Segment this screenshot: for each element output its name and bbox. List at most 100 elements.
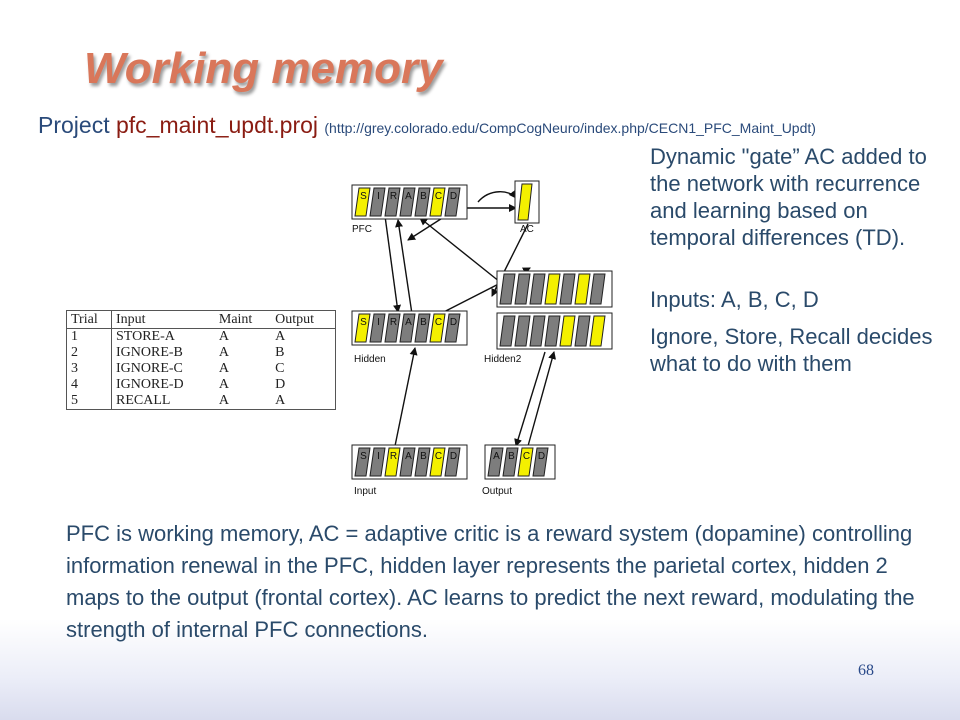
ac-layer-label: AC <box>520 224 534 235</box>
input-layer-unit-label: C <box>435 451 442 462</box>
right-text-block: Dynamic "gate” AC added to the network w… <box>650 143 940 377</box>
table-header: Output <box>271 310 336 329</box>
output-to-hidden2-arrow <box>527 351 556 447</box>
input-layer-unit <box>384 447 401 477</box>
hidden-layer-unit <box>444 313 461 343</box>
table-cell: 5 <box>66 393 112 410</box>
hidden2-bottom-layer-label: Hidden2 <box>484 354 522 365</box>
pfc-layer-unit <box>399 187 416 217</box>
control-description: Ignore, Store, Recall decides what to do… <box>650 324 933 376</box>
output-layer-unit <box>517 447 534 477</box>
table-cell: A <box>218 377 229 392</box>
output-layer-unit-label: A <box>493 451 500 462</box>
pfc-layer-unit-label: C <box>435 191 442 202</box>
output-layer-label: Output <box>482 486 512 497</box>
hidden-layer-unit <box>354 313 371 343</box>
hidden2-to-pfc-arrow <box>419 217 501 283</box>
table-cell: RECALL <box>116 393 171 408</box>
table-row: 4 IGNORE-D A D <box>66 377 336 393</box>
input-to-hidden-arrow <box>394 347 418 447</box>
hidden-layer-unit-label: D <box>450 317 457 328</box>
table-cell: C <box>275 361 285 376</box>
table-row: 1 STORE-A A A <box>66 328 336 345</box>
hidden-layer-unit-label: R <box>390 317 397 328</box>
pfc-to-hidden-arrow <box>384 215 402 313</box>
table-row: 3 IGNORE-C A C <box>66 361 336 377</box>
table-cell: STORE-A <box>116 329 175 344</box>
pfc-layer-unit <box>369 187 386 217</box>
pfc-layer-unit-label: A <box>405 191 412 202</box>
pfc-layer-unit <box>384 187 401 217</box>
input-layer-unit <box>399 447 416 477</box>
table-cell: 4 <box>66 377 112 393</box>
table-header: Maint <box>214 310 272 329</box>
table-cell: A <box>218 329 229 344</box>
project-line: Project pfc_maint_updt.proj (http://grey… <box>38 112 816 139</box>
hidden2-bottom-layer-unit <box>529 315 546 347</box>
ac-layer: AC <box>514 180 540 235</box>
input-layer-unit-label: I <box>377 451 380 462</box>
hidden-layer-unit-label: S <box>360 317 367 328</box>
input-layer-unit <box>429 447 446 477</box>
table-cell: 2 <box>66 345 112 361</box>
hidden2-top-layer-unit <box>529 273 546 305</box>
ac-layer-unit <box>517 183 533 221</box>
hidden2-top-layer-unit <box>574 273 591 305</box>
table-cell: D <box>275 377 286 392</box>
hidden2-top-layer-unit <box>559 273 576 305</box>
pfc-layer-unit-label: D <box>450 191 457 202</box>
hidden-layer-unit-label: B <box>420 317 427 328</box>
hidden-layer-unit <box>399 313 416 343</box>
input-layer-unit <box>444 447 461 477</box>
table-cell: A <box>275 393 286 408</box>
hidden-layer-unit-label: I <box>377 317 380 328</box>
inputs-description: Inputs: A, B, C, D <box>650 287 819 312</box>
hidden-layer-unit <box>429 313 446 343</box>
output-layer-unit <box>487 447 504 477</box>
pfc-layer-label: PFC <box>352 224 372 235</box>
project-url[interactable]: (http://grey.colorado.edu/CompCogNeuro/i… <box>324 120 816 136</box>
output-layer-unit <box>502 447 519 477</box>
pfc-layer-unit <box>444 187 461 217</box>
bottom-description: PFC is working memory, AC = adaptive cri… <box>66 521 915 642</box>
hidden2-bottom-layer: Hidden2 <box>484 312 613 365</box>
hidden2-top-layer <box>496 270 613 308</box>
table-cell: B <box>275 345 285 360</box>
pfc-layer-unit-label: R <box>390 191 397 202</box>
hidden2-bottom-layer-unit <box>589 315 606 347</box>
slide-title: Working memory <box>84 44 443 93</box>
project-prefix: Project <box>38 112 110 138</box>
input-layer-label: Input <box>354 486 376 497</box>
input-layer-unit-label: D <box>450 451 457 462</box>
hidden2-bottom-layer-unit <box>544 315 561 347</box>
hidden2-bottom-layer-unit <box>559 315 576 347</box>
table-cell: A <box>218 345 229 360</box>
table-header-row: Trial Input Maint Output <box>66 310 336 329</box>
hidden-layer-unit <box>384 313 401 343</box>
table-cell: IGNORE-D <box>116 377 184 392</box>
output-layer-unit-label: D <box>538 451 545 462</box>
hidden-layer-unit <box>369 313 386 343</box>
hidden2-to-output-arrow <box>514 351 546 447</box>
input-layer-unit-label: A <box>405 451 412 462</box>
table-cell: A <box>275 329 286 344</box>
page-number: 68 <box>858 662 874 679</box>
project-name: pfc_maint_updt.proj <box>115 112 318 138</box>
pfc-layer-unit-label: B <box>420 191 427 202</box>
table-cell: 1 <box>66 328 112 345</box>
hidden2-bottom-layer-unit <box>514 315 531 347</box>
table-header: Input <box>111 310 215 329</box>
output-layer-unit-label: C <box>523 451 530 462</box>
hidden-layer-unit <box>414 313 431 343</box>
hidden-to-pfc-arrow <box>395 219 413 315</box>
hidden2-top-layer-unit <box>544 273 561 305</box>
input-layer-unit <box>414 447 431 477</box>
hidden2-top-layer-unit <box>514 273 531 305</box>
pfc-layer-unit-label: I <box>377 191 380 202</box>
hidden2-top-layer-unit <box>589 273 606 305</box>
pfc-layer-unit <box>414 187 431 217</box>
hidden-layer-unit-label: A <box>405 317 412 328</box>
